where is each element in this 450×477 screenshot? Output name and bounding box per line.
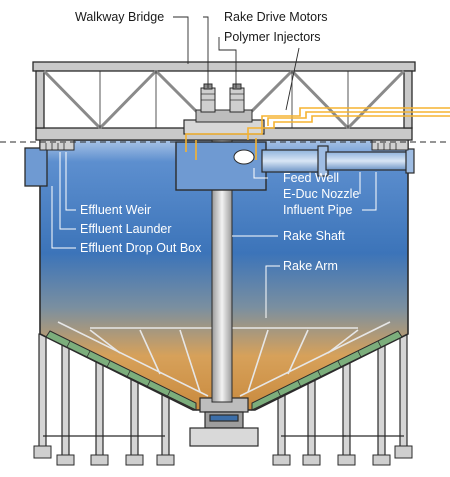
label-feed-well: Feed Well (283, 171, 339, 185)
label-educ-nozzle: E-Duc Nozzle (283, 187, 359, 201)
educ-nozzle (234, 150, 254, 164)
effluent-drop-out-box (25, 148, 47, 186)
leg-footings (34, 446, 412, 465)
label-rake-shaft: Rake Shaft (283, 229, 345, 243)
label-effluent-drop-out-box: Effluent Drop Out Box (80, 241, 201, 255)
label-effluent-weir: Effluent Weir (80, 203, 151, 217)
label-effluent-launder: Effluent Launder (80, 222, 172, 236)
rake-drive-motors (201, 84, 244, 112)
label-polymer-injectors: Polymer Injectors (224, 30, 321, 44)
sludge-outlet (190, 398, 258, 446)
label-rake-arm: Rake Arm (283, 259, 338, 273)
label-walkway-bridge: Walkway Bridge (75, 10, 164, 24)
label-rake-drive-motors: Rake Drive Motors (224, 10, 328, 24)
feed-well (176, 142, 266, 190)
label-influent-pipe: Influent Pipe (283, 203, 353, 217)
